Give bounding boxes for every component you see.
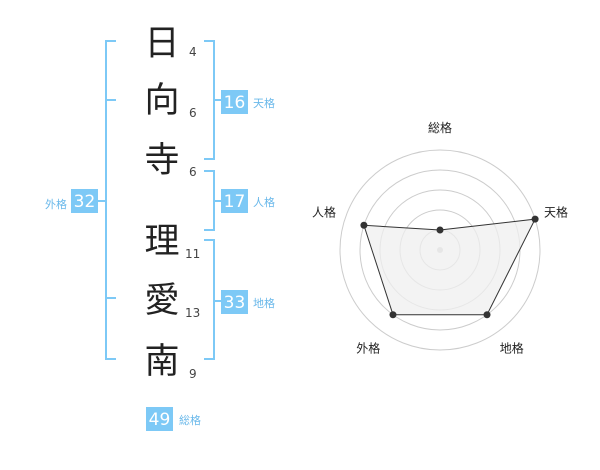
name-char-4: 理 (144, 222, 179, 262)
stroke-count-5: 13 (185, 306, 200, 320)
name-char-5: 愛 (144, 281, 179, 321)
radar-series-shape (363, 218, 536, 316)
stroke-count-1: 4 (189, 45, 197, 59)
name-char-6: 南 (144, 342, 179, 382)
badge-jinkaku: 17 人格 (221, 189, 275, 213)
bracket-lines (98, 40, 221, 360)
badge-tenkaku-bg (221, 90, 248, 114)
badge-chikaku-value: 33 (224, 293, 246, 313)
bracket-line (204, 170, 215, 231)
name-characters: 日 4 向 6 寺 6 理 11 愛 13 南 9 (144, 24, 200, 382)
stroke-count-4: 11 (185, 247, 200, 261)
radar-point-2 (531, 215, 539, 223)
radar-axis-label-3: 地格 (500, 341, 524, 356)
radar-ring (339, 149, 541, 351)
badge-jinkaku-label: 人格 (253, 195, 275, 209)
badge-gaikaku-value: 32 (74, 192, 96, 212)
badge-tenkaku: 16 天格 (221, 90, 275, 114)
badge-gaikaku-bg (71, 189, 98, 213)
bracket-line (105, 40, 116, 360)
radar-axis-label-2: 天格 (544, 204, 568, 219)
bracket-line (204, 239, 215, 360)
radar-point-5 (360, 221, 368, 229)
badge-soukaku-bg (146, 407, 173, 431)
radar-axis-label-1: 総格 (428, 120, 452, 135)
badge-gaikaku: 外格 32 (45, 189, 98, 213)
radar-point-4 (389, 311, 397, 319)
name-char-2: 向 (144, 81, 179, 121)
badge-gaikaku-label: 外格 (45, 197, 67, 211)
badge-jinkaku-bg (221, 189, 248, 213)
name-char-3: 寺 (144, 141, 179, 181)
radar-axis-label-4: 外格 (356, 341, 380, 356)
radar-point-1 (436, 226, 444, 234)
badge-soukaku-value: 49 (149, 410, 171, 430)
radar-points (360, 215, 539, 319)
name-char-1: 日 (144, 24, 179, 64)
stroke-count-3: 6 (189, 165, 197, 179)
badge-chikaku-bg (221, 290, 248, 314)
badge-soukaku-label: 総格 (179, 413, 201, 427)
bracket-line (204, 40, 215, 160)
badge-tenkaku-value: 16 (224, 93, 246, 113)
badge-soukaku: 49 総格 (146, 407, 201, 431)
stroke-count-2: 6 (189, 106, 197, 120)
badge-chikaku-label: 地格 (253, 296, 275, 310)
radar-axis-label-5: 人格 (312, 204, 336, 219)
badge-tenkaku-label: 天格 (253, 96, 275, 110)
badge-chikaku: 33 地格 (221, 290, 275, 314)
stroke-count-6: 9 (189, 367, 197, 381)
radar-point-3 (483, 311, 491, 319)
badge-jinkaku-value: 17 (224, 192, 246, 212)
